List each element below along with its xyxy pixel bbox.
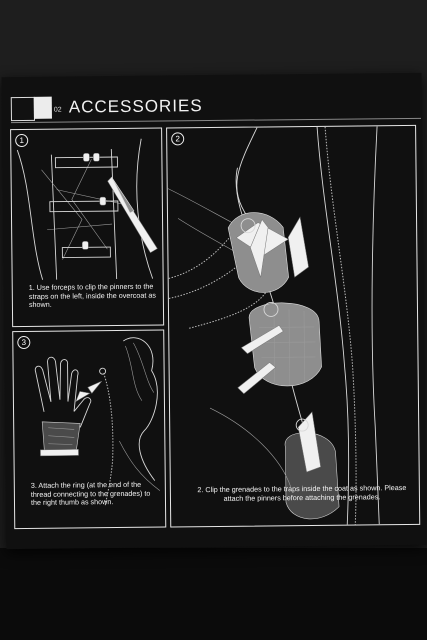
step-caption-3: 3. Attach the ring (at the end of the th…: [30, 479, 151, 508]
step-caption-2: 2. Clip the grenades to the traps inside…: [197, 482, 407, 503]
header-dark-square: [10, 96, 35, 122]
step-number-2: 2: [171, 132, 185, 146]
header-light-square: [33, 96, 52, 119]
section-title: ACCESSORIES: [68, 96, 203, 117]
table-surface: [0, 548, 427, 640]
step-number-3: 3: [17, 335, 31, 350]
step-number-1: 1: [15, 133, 29, 148]
step-panel-2: 2 2. Clip the grenades to the traps insi…: [166, 124, 421, 528]
instruction-page: 02 ACCESSORIES 1 1. Use forceps to clip …: [1, 72, 427, 550]
section-header: 02 ACCESSORIES: [10, 95, 421, 124]
step-panel-3: 3 3. Attach the ring (at the end of the …: [12, 329, 167, 530]
grenades-inside-coat-illustration: [167, 126, 380, 525]
header-divider: [11, 117, 421, 124]
step-panel-1: 1 1. Use forceps to clip the pinners to …: [10, 127, 165, 328]
page-number: 02: [53, 106, 62, 114]
coat-straps-illustration: [16, 138, 158, 280]
step-caption-1: 1. Use forceps to clip the pinners to th…: [28, 281, 156, 310]
hand-thumb-ring-illustration: [34, 337, 161, 507]
